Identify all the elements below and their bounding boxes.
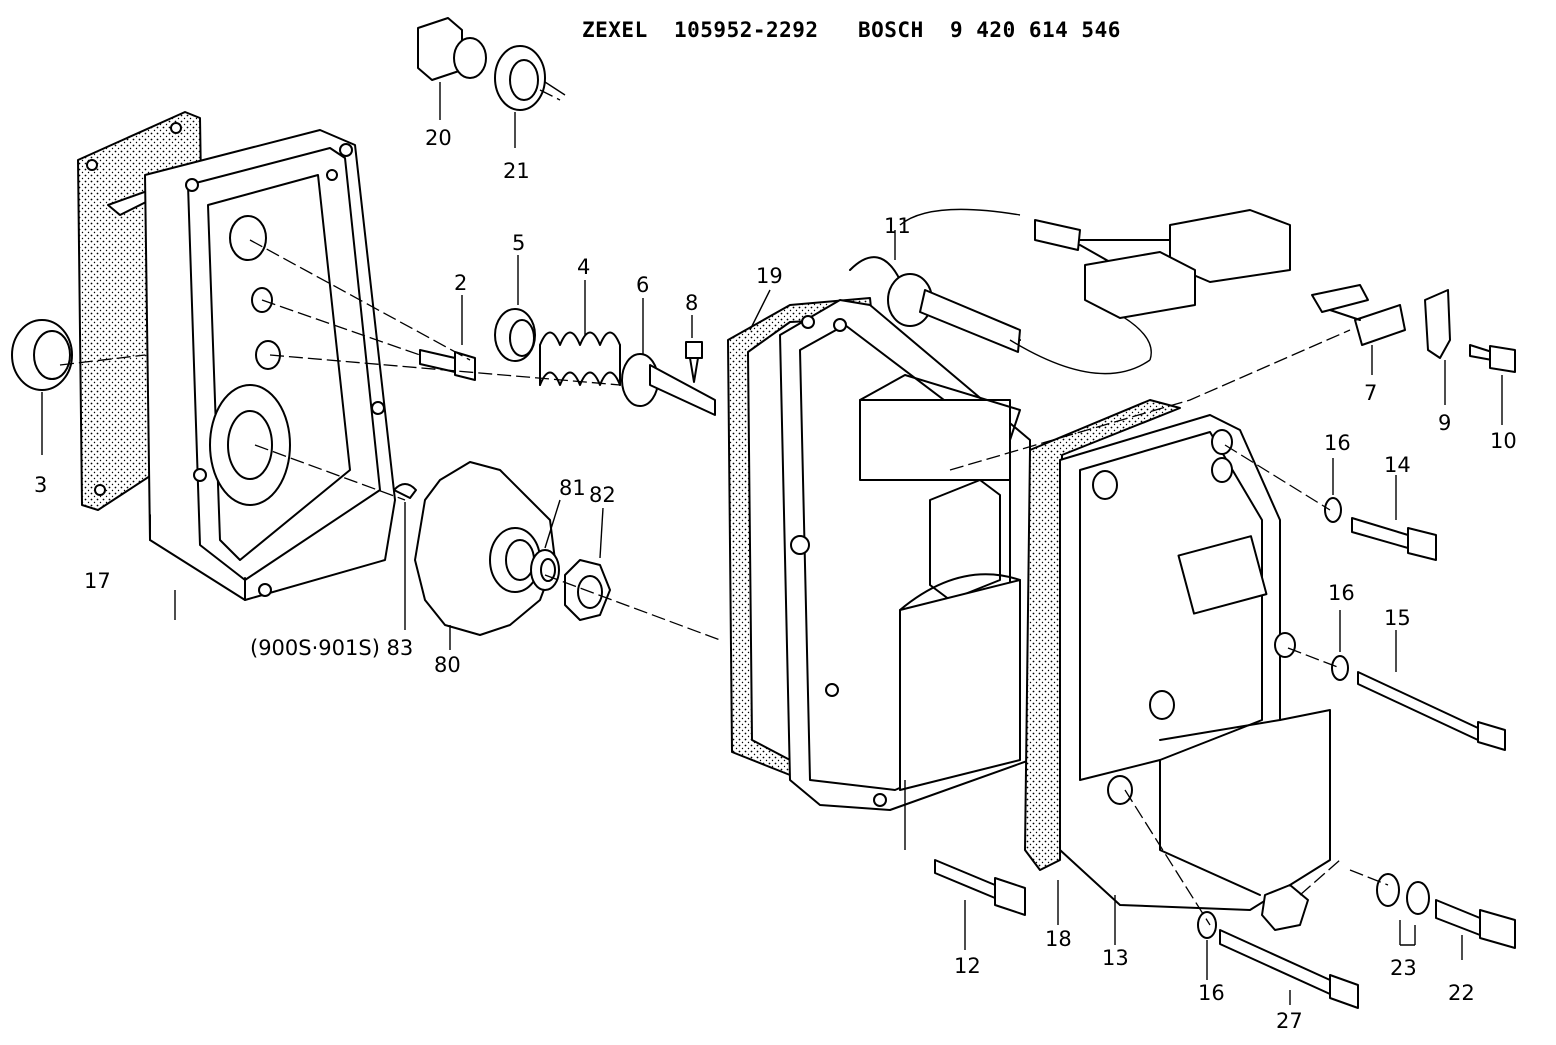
screw-10-drawing (1469, 344, 1516, 425)
callout-11: 11 (884, 214, 911, 238)
clamp-9-drawing (1424, 289, 1451, 405)
callout-16c: 16 (1198, 981, 1225, 1005)
spring-4-drawing (539, 280, 621, 386)
callout-2: 2 (454, 271, 467, 295)
lever-6-drawing (621, 298, 716, 416)
screw-14-drawing (1351, 475, 1437, 561)
callout-20: 20 (425, 126, 452, 150)
washer-81-drawing (530, 499, 561, 591)
actuator-body-drawing (779, 299, 1031, 850)
bolt-22-drawing (1435, 899, 1516, 960)
callout-4: 4 (577, 255, 590, 279)
key-83-drawing (393, 483, 417, 630)
callout-18: 18 (1045, 927, 1072, 951)
callout-9: 9 (1438, 411, 1451, 435)
washer-21-drawing (494, 45, 566, 148)
callout-23: 23 (1390, 956, 1417, 980)
callout-81: 81 (559, 476, 586, 500)
callout-19: 19 (756, 264, 783, 288)
callout-6: 6 (636, 273, 649, 297)
screw-12-drawing (934, 859, 1026, 950)
callout-21: 21 (503, 159, 530, 183)
callout-16a: 16 (1324, 431, 1351, 455)
bracket-7-drawing (1311, 284, 1406, 375)
callout-7: 7 (1364, 381, 1377, 405)
callout-82: 82 (589, 483, 616, 507)
callout-27: 27 (1276, 1009, 1303, 1033)
screw-15-drawing (1357, 630, 1506, 751)
diagram-title: ZEXEL 105952-2292 BOSCH 9 420 614 546 (582, 18, 1121, 42)
nut-82-drawing (564, 507, 611, 621)
callout-13: 13 (1102, 946, 1129, 970)
callout-labels: 20 21 5 4 6 8 2 3 17 81 82 (900S·901S) 8… (34, 126, 1517, 1033)
screw-2-drawing (419, 295, 476, 381)
callout-10: 10 (1490, 429, 1517, 453)
oil-seal-3-drawing (11, 319, 73, 455)
callout-15: 15 (1384, 606, 1411, 630)
callout-80: 80 (434, 653, 461, 677)
callout-12: 12 (954, 954, 981, 978)
harness-11-drawing (849, 208, 1291, 375)
callout-17: 17 (84, 569, 111, 593)
washer-16b-drawing (1331, 610, 1349, 681)
washers-23-drawing (1376, 873, 1430, 946)
washer-16a-drawing (1324, 458, 1342, 523)
assembly-lines (59, 89, 1389, 926)
plug-20-drawing (417, 17, 487, 120)
circlip-5-drawing (494, 255, 536, 362)
cover-13-drawing (1059, 414, 1331, 945)
callout-5: 5 (512, 231, 525, 255)
callout-3: 3 (34, 473, 47, 497)
callout-16b: 16 (1328, 581, 1355, 605)
callout-22: 22 (1448, 981, 1475, 1005)
washer-16c-drawing (1197, 911, 1217, 980)
screw-8-drawing (685, 315, 703, 383)
callout-14: 14 (1384, 453, 1411, 477)
callout-83: (900S·901S) 83 (250, 636, 413, 660)
housing-drawing (144, 129, 396, 620)
screw-27-drawing (1219, 929, 1359, 1009)
callout-8: 8 (685, 291, 698, 315)
